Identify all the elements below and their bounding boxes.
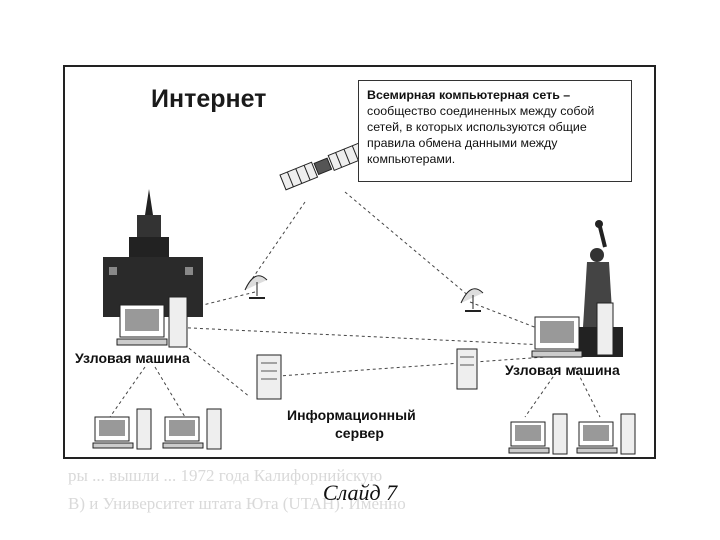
link-satellite-dish-left bbox=[249, 201, 306, 283]
satellite-dish-icon bbox=[460, 288, 484, 312]
link-nodes bbox=[169, 326, 546, 346]
background-text-line: В) и Университет штата Юта (UTAH). Именн… bbox=[68, 494, 406, 513]
node-computer-right-icon bbox=[531, 302, 614, 358]
network-diagram bbox=[92, 142, 636, 455]
node-left-label: Узловая машина bbox=[75, 350, 190, 366]
pc-icon bbox=[508, 413, 568, 455]
node-right-label: Узловая машина bbox=[505, 362, 620, 378]
server-label-line2: сервер bbox=[335, 425, 384, 441]
link-left-node-pc1 bbox=[109, 366, 146, 418]
definition-term: Всемирная компьютерная сеть – bbox=[367, 88, 571, 102]
satellite-dish-icon bbox=[244, 275, 268, 299]
slide-caption: Слайд 7 bbox=[322, 480, 398, 505]
slide-frame: Интернет Всемирная компьютерная сеть – с… bbox=[63, 65, 656, 459]
link-left-node-pc2 bbox=[154, 366, 186, 418]
server-label-line1: Информационный bbox=[287, 407, 416, 423]
link-left-node-server bbox=[174, 336, 251, 398]
link-right-node-pc1 bbox=[524, 366, 561, 418]
link-server-right-node bbox=[264, 356, 546, 378]
kremlin-tower-icon bbox=[103, 189, 203, 317]
satellite-icon bbox=[279, 142, 367, 191]
definition-box: Всемирная компьютерная сеть – сообщество… bbox=[358, 80, 632, 182]
node-computer-left-icon bbox=[116, 296, 188, 348]
link-satellite-dish-right bbox=[344, 191, 471, 298]
pc-icon bbox=[162, 408, 222, 450]
slide-title: Интернет bbox=[151, 85, 267, 113]
server-icon bbox=[256, 348, 478, 400]
pc-icon bbox=[576, 413, 636, 455]
definition-text: сообщество соединенных между собой сетей… bbox=[367, 104, 595, 166]
background-text-line: ры ... вышли ... 1972 года Калифорнийску… bbox=[68, 466, 383, 485]
pc-icon bbox=[92, 408, 152, 450]
